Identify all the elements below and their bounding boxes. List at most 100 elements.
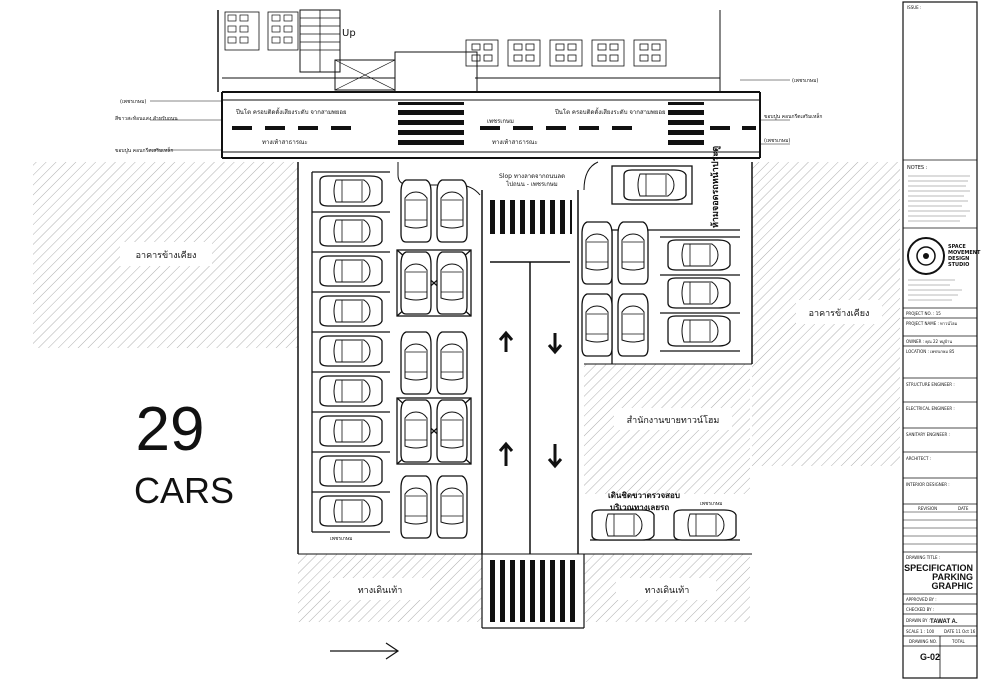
left-note-2: สีขาวสะท้อนแสง สำหรับถนน — [115, 115, 178, 122]
car-icon — [319, 295, 383, 327]
road-area: ปีนโต ครอบติดตั้งเสียงระดับ จากสามพยอย ป… — [221, 91, 761, 159]
structure-engineer: STRUCTURE ENGINEER : — [906, 382, 955, 387]
parking-left-column — [311, 171, 390, 533]
vertical-sign: ห้ามจอดรถหน้าประตู — [710, 146, 721, 228]
slope-note-1: Slop ทางลาดจากถนนลด — [499, 173, 565, 180]
car-icon — [319, 175, 383, 207]
drawing-no-label: DRAWING NO. — [909, 639, 937, 644]
arrow-up-icon — [498, 441, 514, 466]
car-count-unit: CARS — [134, 470, 234, 511]
car-icon — [667, 277, 731, 309]
car-icon — [591, 509, 655, 541]
project-name: PROJECT NAME : ทาวน์โฮม — [906, 321, 958, 326]
corner-sign-1: เดินชิดขวาตรวจสอบ — [608, 491, 680, 500]
interior-designer: INTERIOR DESIGNER : — [906, 482, 950, 487]
sidewalk-label-1: ทางเท้าสาธารณะ — [262, 139, 308, 146]
car-icon — [436, 475, 468, 539]
drawn-by-name: TAWAT A. — [930, 619, 958, 625]
crosswalk-exit — [488, 560, 578, 622]
drawing-title-2: PARKING — [932, 572, 973, 582]
date-value: DATE 11 Oct 16 — [944, 629, 976, 634]
car-icon — [436, 331, 468, 395]
right-note-2: ขอบปูน คอนกรีตเสริมเหล็ก — [764, 112, 822, 120]
issue-label: ISSUE : — [907, 5, 921, 10]
car-icon — [436, 251, 468, 315]
car-icon — [319, 215, 383, 247]
sidewalk-bottom-right: ทางเดินเท้า — [584, 554, 750, 622]
drawing-title-3: GRAPHIC — [931, 581, 973, 591]
owner: OWNER : คุณ 22 หมู่บ้าน — [906, 339, 952, 345]
car-icon — [436, 399, 468, 463]
approved-by: APPROVED BY : — [906, 597, 937, 602]
office-label: สำนักงานขายทาวน์โฮม — [627, 414, 720, 426]
drawing-title-1: SPECIFICATION — [904, 563, 973, 573]
road-label: เพชรเกษม — [487, 118, 514, 125]
title-block: ISSUE : NOTES : SPACE MOVEMENT DESIGN ST… — [902, 1, 981, 679]
crosswalk-entry — [490, 200, 572, 234]
sidewalk-bottom-left: ทางเดินเท้า — [298, 554, 482, 622]
car-icon — [400, 179, 432, 243]
car-icon — [319, 415, 383, 447]
location: LOCATION : เพชรเกษม 85 — [906, 349, 955, 354]
car-icon — [673, 509, 737, 541]
direction-arrow-icon — [330, 642, 400, 660]
stair-up-label: Up — [342, 28, 356, 39]
corner-sign-2: บริเวณทางเลยรถ — [610, 503, 669, 512]
car-icon — [617, 221, 649, 285]
drive-aisle: Slop ทางลาดจากถนนลด ไปถนน - เพชรเกษม เพช… — [330, 173, 722, 622]
road-note-2: ปีนโต ครอบติดตั้งเสียงระดับ จากสามพยอย — [554, 106, 665, 116]
car-icon — [400, 251, 432, 315]
parking-right-area: ห้ามจอดรถหน้าประตู — [581, 146, 740, 541]
date-label: DATE — [958, 506, 969, 511]
company-name-2: MOVEMENT — [948, 250, 981, 256]
car-icon — [667, 239, 731, 271]
electrical-engineer: ELECTRICAL ENGINEER : — [906, 406, 955, 411]
right-note-3: (เพชรเกษม) — [764, 138, 790, 144]
sanitary-engineer: SANITARY ENGINEER : — [906, 432, 950, 437]
drawn-by-label: DRAWN BY : — [906, 618, 930, 623]
parking-middle-stack — [396, 179, 472, 539]
arrow-down-icon — [547, 444, 563, 469]
car-icon — [581, 293, 613, 357]
road-annotations: (เพชรเกษม) สีขาวสะท้อนแสง สำหรับถนน ขอบป… — [115, 78, 822, 154]
project-no: PROJECT NO. : 15 — [906, 311, 941, 316]
car-count: 29 — [136, 395, 205, 464]
drawing-no: G-02 — [920, 652, 940, 662]
car-icon — [667, 315, 731, 347]
car-icon — [617, 293, 649, 357]
left-building-label: อาคารข้างเคียง — [136, 250, 197, 261]
notes-label: NOTES : — [907, 165, 928, 171]
sales-office: สำนักงานขายทาวน์โฮม — [584, 364, 750, 494]
road-note-1: ปีนโต ครอบติดตั้งเสียงระดับ จากสามพยอย — [235, 106, 346, 116]
total-label: TOTAL — [951, 639, 965, 644]
right-parking-label: เพชรเกษม — [700, 501, 722, 507]
company-logo — [907, 237, 945, 275]
revision-label: REVISION — [918, 506, 937, 511]
walkway-left-label: ทางเดินเท้า — [358, 585, 403, 596]
drawing-title-label: DRAWING TITLE : — [906, 555, 940, 560]
neighbor-building-right: อาคารข้างเคียง — [752, 162, 900, 466]
neighbor-building-left: อาคารข้างเคียง — [33, 162, 298, 348]
car-icon — [319, 335, 383, 367]
car-icon — [400, 399, 432, 463]
car-icon — [623, 169, 687, 201]
right-note-1: (เพชรเกษม) — [792, 78, 818, 84]
right-building-label: อาคารข้างเคียง — [809, 308, 870, 319]
crosswalk-top-right — [668, 102, 704, 150]
walkway-right-label: ทางเดินเท้า — [645, 585, 690, 596]
car-icon — [400, 475, 432, 539]
car-icon — [319, 495, 383, 527]
car-icon — [400, 331, 432, 395]
crosswalk-top-left — [398, 102, 464, 150]
car-icon — [436, 179, 468, 243]
arrow-up-icon — [498, 330, 514, 352]
car-icon — [319, 455, 383, 487]
company-name-4: STUDIO — [948, 262, 969, 268]
architect: ARCHITECT : — [906, 456, 931, 461]
car-icon — [319, 255, 383, 287]
car-icon — [319, 375, 383, 407]
sidewalk-label-2: ทางเท้าสาธารณะ — [492, 139, 538, 146]
left-parking-label: เพชรเกษม — [330, 536, 352, 542]
left-note-3: ขอบปูน คอนกรีตเสริมเหล็ก — [115, 146, 173, 154]
